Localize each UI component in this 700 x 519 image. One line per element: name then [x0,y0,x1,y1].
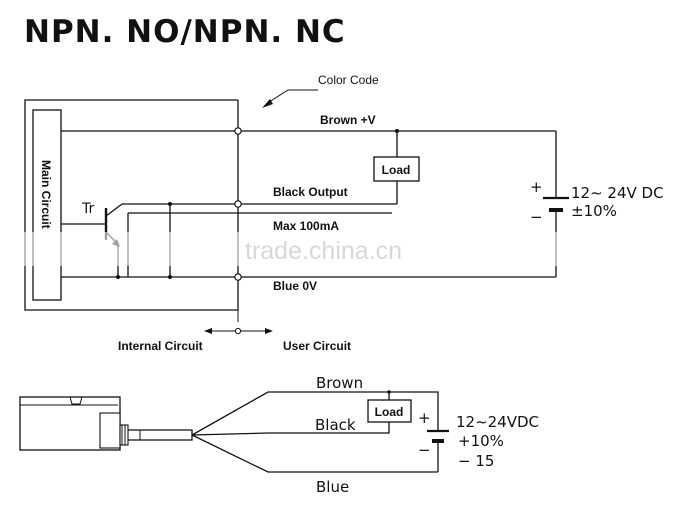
bottom-black-label: Black [315,416,356,434]
right-arrowhead [265,328,273,334]
load-box [373,156,420,182]
battery-minus-sign: − [530,208,543,226]
voltage-tolerance: ±10% [571,202,617,220]
load-label: Load [382,163,411,177]
blue-lead [191,434,438,473]
bottom-load-bottom-wire [368,422,390,434]
black-lead [191,432,368,436]
bottom-voltage-label: 12∼24VDC [456,413,539,431]
battery-plus-sign: + [530,178,543,196]
color-code-arrow [262,99,273,108]
bottom-supply-wire [389,391,439,430]
bottom-minus-sign: − [418,441,431,459]
brown-label: Brown +V [320,113,376,127]
bottom-brown-label: Brown [316,374,363,392]
blue-label: Blue 0V [273,279,317,293]
bottom-voltage-minus-tolerance: − 15 [458,452,494,470]
sensor-housing [24,99,238,311]
black-output-label: Black Output [273,185,348,199]
sensor-cable [128,429,193,441]
transistor-collector [105,203,123,217]
watermark-band [0,232,700,266]
brown-terminal [234,127,242,135]
black-terminal [234,200,242,208]
blue-junction-dot-1 [116,275,120,279]
main-circuit-label: Main Circuit [39,160,53,229]
brown-lead [191,391,389,436]
watermark-text: trade.china.cn [245,237,402,265]
color-code-leader [265,89,318,105]
transistor-label: Tr [81,201,94,217]
blue-junction-dot-2 [168,275,172,279]
sensor-device [19,396,129,451]
internal-circuit-label: Internal Circuit [118,339,203,353]
bottom-blue-label: Blue [316,478,349,496]
left-arrowhead [204,328,212,334]
blue-terminal [234,273,242,281]
bottom-voltage-plus-tolerance: +10% [458,432,504,450]
bottom-plus-sign: + [418,409,431,427]
boundary-node [234,327,242,335]
user-circuit-label: User Circuit [283,339,351,353]
voltage-label: 12∼ 24V DC [571,184,664,202]
bottom-load-label: Load [375,405,404,419]
max-current-label: Max 100mA [273,219,339,233]
main-circuit-block [32,109,62,301]
color-code-label: Color Code [318,73,379,87]
diagram-title: NPN. NO/NPN. NC [24,14,346,50]
